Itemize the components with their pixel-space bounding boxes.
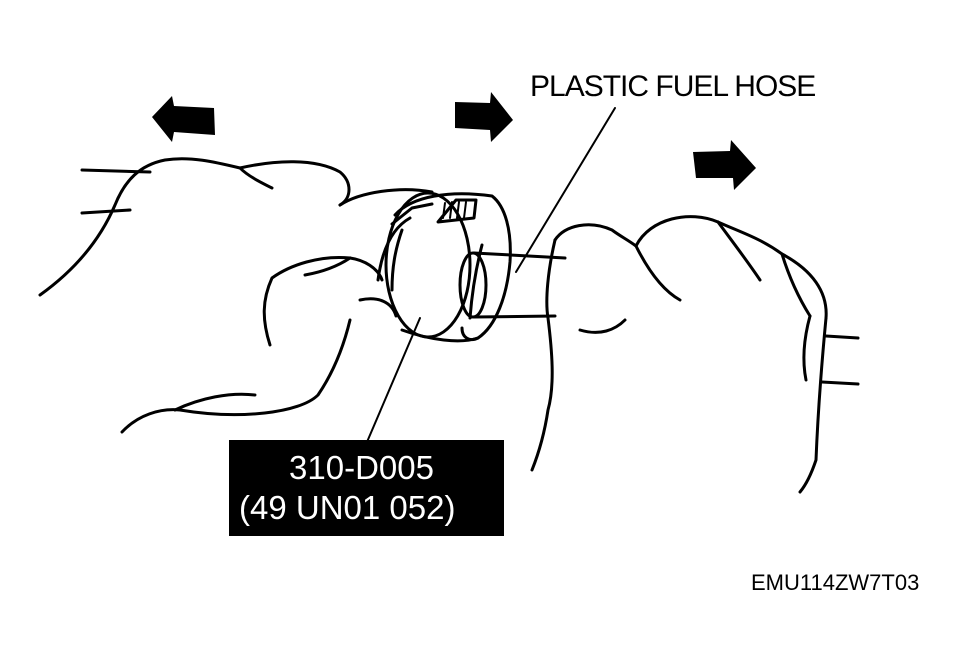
tool-part-number: (49 UN01 052) xyxy=(239,489,456,526)
arrow-left-icon xyxy=(152,96,215,142)
arrow-right-icon xyxy=(455,92,513,142)
special-tool xyxy=(376,191,512,343)
hose-tail xyxy=(820,334,860,386)
hose-label: PLASTIC FUEL HOSE xyxy=(530,70,816,103)
tool-number-callout: 310-D005 (49 UN01 052) xyxy=(229,440,504,536)
arrow-right-far-icon xyxy=(693,140,756,190)
tool-leader-line xyxy=(366,317,421,443)
tool-number: 310-D005 xyxy=(289,449,434,486)
left-hand xyxy=(38,157,434,434)
hose-leader-line xyxy=(515,107,616,273)
figure-code: EMU114ZW7T03 xyxy=(751,570,920,595)
leader-lines xyxy=(366,107,616,443)
left-arm xyxy=(80,168,152,215)
right-hand xyxy=(530,215,828,494)
